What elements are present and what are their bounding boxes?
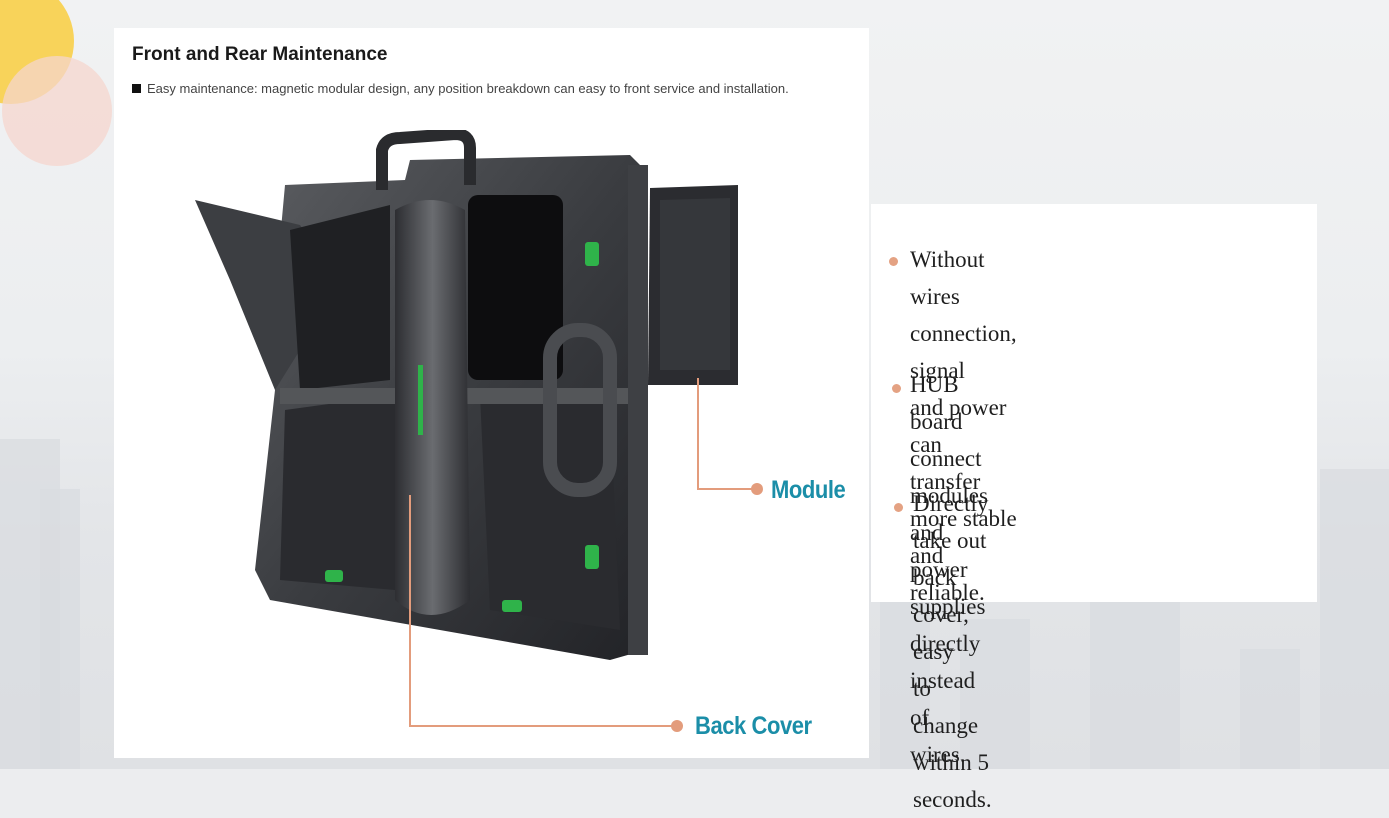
feature-line: and power can transfer more stable	[910, 395, 1017, 531]
feature-line: Directly take out back cover, easy	[913, 491, 989, 664]
feature-line: HUB board connect modules and	[910, 372, 988, 545]
feature-item: Without wires connection, signal and pow…	[889, 241, 1017, 611]
module-leader-vertical	[697, 378, 699, 489]
square-bullet-icon	[132, 84, 141, 93]
page-title: Front and Rear Maintenance	[132, 44, 388, 65]
subtitle: Easy maintenance: magnetic modular desig…	[132, 81, 789, 96]
feature-line: wires.	[910, 742, 966, 767]
feature-line: and reliable.	[910, 543, 985, 605]
feature-line: Without wires connection, signal	[910, 247, 1017, 383]
feature-item: HUB board connect modules and power supp…	[892, 366, 988, 773]
backcover-leader-horizontal	[409, 725, 675, 727]
bullet-icon	[892, 384, 901, 393]
module-leader-horizontal	[697, 488, 755, 490]
features-card	[871, 204, 1317, 602]
led-cabinet-image	[195, 130, 738, 660]
feature-line: to change within 5 seconds.	[913, 676, 992, 812]
backcover-leader-dot	[671, 720, 683, 732]
feature-line: power supplies directly instead of	[910, 557, 986, 730]
backcover-leader-vertical	[409, 495, 411, 726]
module-label: Module	[771, 476, 846, 504]
subtitle-text: Easy maintenance: magnetic modular desig…	[147, 81, 789, 96]
bullet-icon	[889, 257, 898, 266]
back-cover-label: Back Cover	[695, 712, 812, 740]
feature-item: Directly take out back cover, easy to ch…	[894, 485, 992, 818]
decorative-pink-circle	[2, 56, 112, 166]
bullet-icon	[894, 503, 903, 512]
module-leader-dot	[751, 483, 763, 495]
